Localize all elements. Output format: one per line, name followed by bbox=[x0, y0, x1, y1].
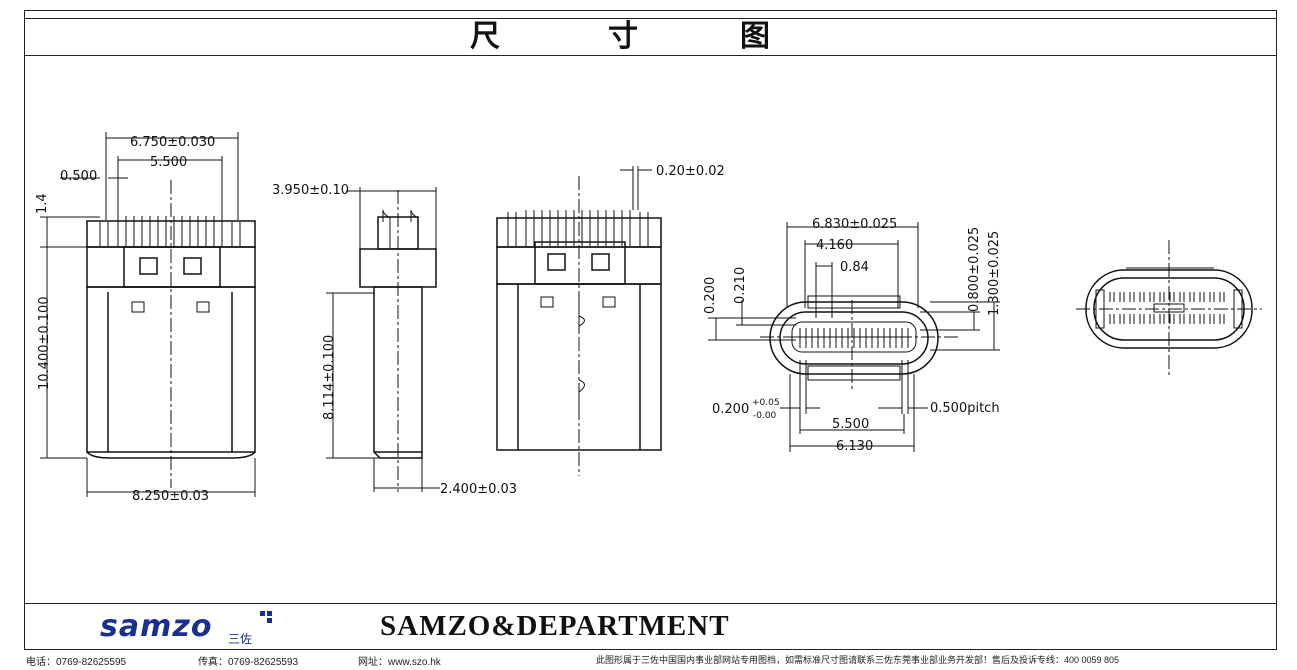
dim-height: 10.400±0.100 bbox=[37, 296, 52, 390]
department-name: SAMZO&DEPARTMENT bbox=[380, 610, 730, 642]
socket-view bbox=[1076, 240, 1262, 378]
dim-tol-base: 0.200 bbox=[712, 402, 749, 417]
dim-side-height: 8.114±0.100 bbox=[322, 335, 337, 420]
dim-pitch: 0.500 bbox=[60, 169, 97, 184]
title-char-1: 尺 bbox=[470, 19, 500, 54]
front-view-pins bbox=[99, 216, 241, 246]
logo-text: samzo bbox=[100, 609, 212, 644]
socket-pins-top bbox=[1109, 292, 1225, 302]
title-bar bbox=[24, 18, 1277, 56]
footer-phone: 电话：0769-82625595 bbox=[26, 657, 127, 668]
dim-end-bottom-inner: 5.500 bbox=[832, 417, 869, 432]
dim-end-slot: 0.84 bbox=[840, 260, 869, 275]
dim-end-left-b: 0.210 bbox=[733, 267, 748, 304]
dim-tol-minus: -0.00 bbox=[753, 411, 777, 421]
front-view: 6.750±0.030 5.500 0.500 1.4 10.400±0.100… bbox=[35, 132, 256, 504]
title-char-3: 图 bbox=[740, 19, 770, 54]
end-view: 6.830±0.025 4.160 0.84 0.200 0.210 0.800… bbox=[703, 217, 1002, 454]
samzo-logo: samzo 三佐 bbox=[100, 609, 280, 650]
title-char-2: 寸 bbox=[608, 19, 638, 54]
dim-inner-width: 5.500 bbox=[150, 155, 187, 170]
dim-thickness: 0.20±0.02 bbox=[656, 164, 725, 179]
side-view: 3.950±0.10 8.114±0.100 2.400±0.03 bbox=[272, 183, 517, 497]
dim-end-pitch: 0.500pitch bbox=[930, 401, 1000, 416]
logo-sub: 三佐 bbox=[228, 632, 252, 645]
footer-notice: 此图形属于三佐中国国内事业部网站专用图档，如需标准尺寸图请联系三佐东莞事业部业务… bbox=[596, 655, 1120, 665]
socket-pins-bottom bbox=[1109, 314, 1225, 324]
dim-end-inner: 4.160 bbox=[816, 238, 853, 253]
dim-side-bottom: 2.400±0.03 bbox=[440, 482, 517, 497]
back-view: 0.20±0.02 bbox=[496, 164, 725, 476]
dim-height-small: 1.4 bbox=[35, 193, 50, 214]
dim-end-left-a: 0.200 bbox=[703, 277, 718, 314]
dim-side-top: 3.950±0.10 bbox=[272, 183, 349, 198]
dim-tol-plus: +0.05 bbox=[752, 398, 780, 408]
dim-end-right-a: 0.800±0.025 bbox=[967, 227, 982, 312]
dim-end-width: 6.830±0.025 bbox=[812, 217, 897, 232]
footer-divider bbox=[24, 603, 1277, 604]
dim-top-width: 6.750±0.030 bbox=[130, 135, 215, 150]
footer-website: 网址：www.szo.hk bbox=[358, 657, 441, 668]
dim-end-right-b: 1.300±0.025 bbox=[987, 231, 1002, 316]
drawing-frame bbox=[24, 10, 1277, 650]
dim-bottom-width: 8.250±0.03 bbox=[132, 489, 209, 504]
dim-end-bottom-outer: 6.130 bbox=[836, 439, 873, 454]
footer-fax: 传真：0769-82625593 bbox=[198, 657, 299, 668]
